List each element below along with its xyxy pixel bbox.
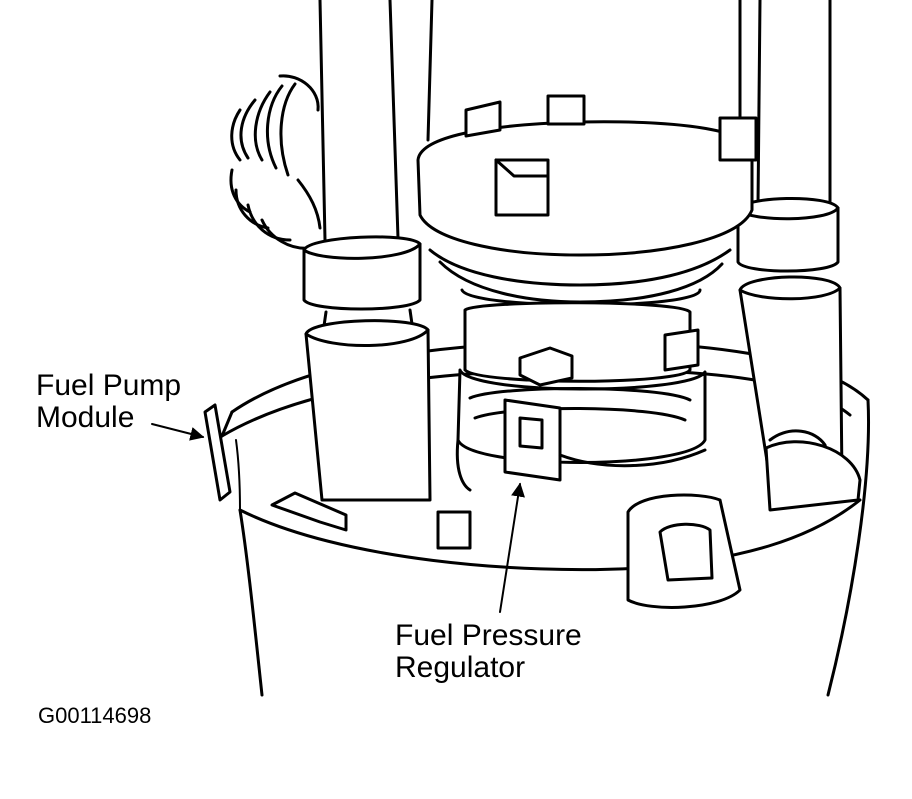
module-callout-arrow bbox=[152, 424, 205, 441]
pump-head bbox=[418, 0, 756, 302]
regulator-body bbox=[457, 290, 705, 490]
fuel-pressure-regulator-label: Fuel Pressure Regulator bbox=[395, 619, 582, 685]
fuel-pressure-regulator-label-line-2: Regulator bbox=[395, 651, 526, 685]
reservoir-clip bbox=[628, 431, 860, 607]
regulator-callout-arrow bbox=[500, 482, 525, 612]
module-tab bbox=[205, 405, 230, 500]
fuel-pump-module-label: Fuel Pump Module bbox=[36, 369, 182, 435]
right-fuel-tube bbox=[738, 0, 842, 480]
wiring-harness bbox=[231, 76, 320, 248]
figure-code: G00114698 bbox=[38, 703, 152, 728]
fuel-pump-module-label-line-2: Module bbox=[36, 401, 135, 435]
fuel-pump-module-label-line-1: Fuel Pump bbox=[36, 369, 182, 402]
left-fuel-tube bbox=[304, 0, 430, 500]
fuel-pressure-regulator-label-line-1: Fuel Pressure bbox=[395, 619, 582, 652]
